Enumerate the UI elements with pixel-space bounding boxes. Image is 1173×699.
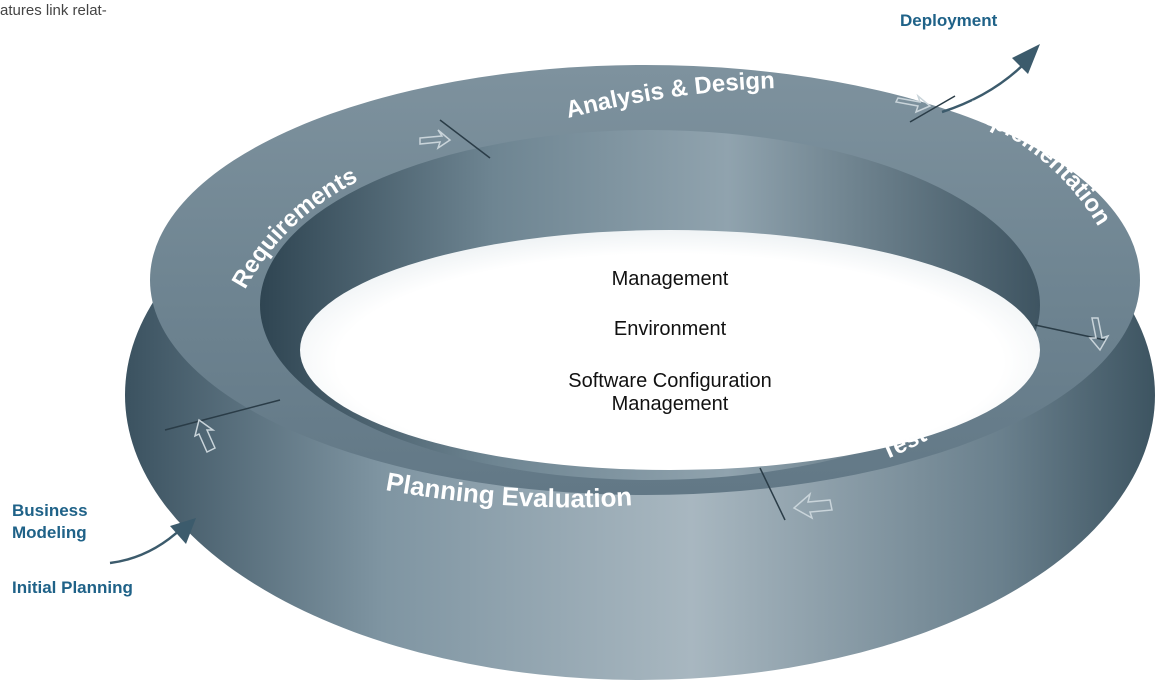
entry-initial-planning: Initial Planning [12,578,133,597]
flow-arrows [193,93,1110,520]
entry-business-modeling: Business Modeling [12,501,88,542]
entry-arrow [109,527,183,565]
corner-text: atures link relat- [0,2,107,19]
core-software-configuration-management: Software Configuration Management [568,370,772,415]
ring-inner-floor [300,230,1040,470]
core-environment: Environment [613,318,727,340]
core-management: Management [611,268,729,290]
exit-deployment: Deployment [900,11,998,30]
